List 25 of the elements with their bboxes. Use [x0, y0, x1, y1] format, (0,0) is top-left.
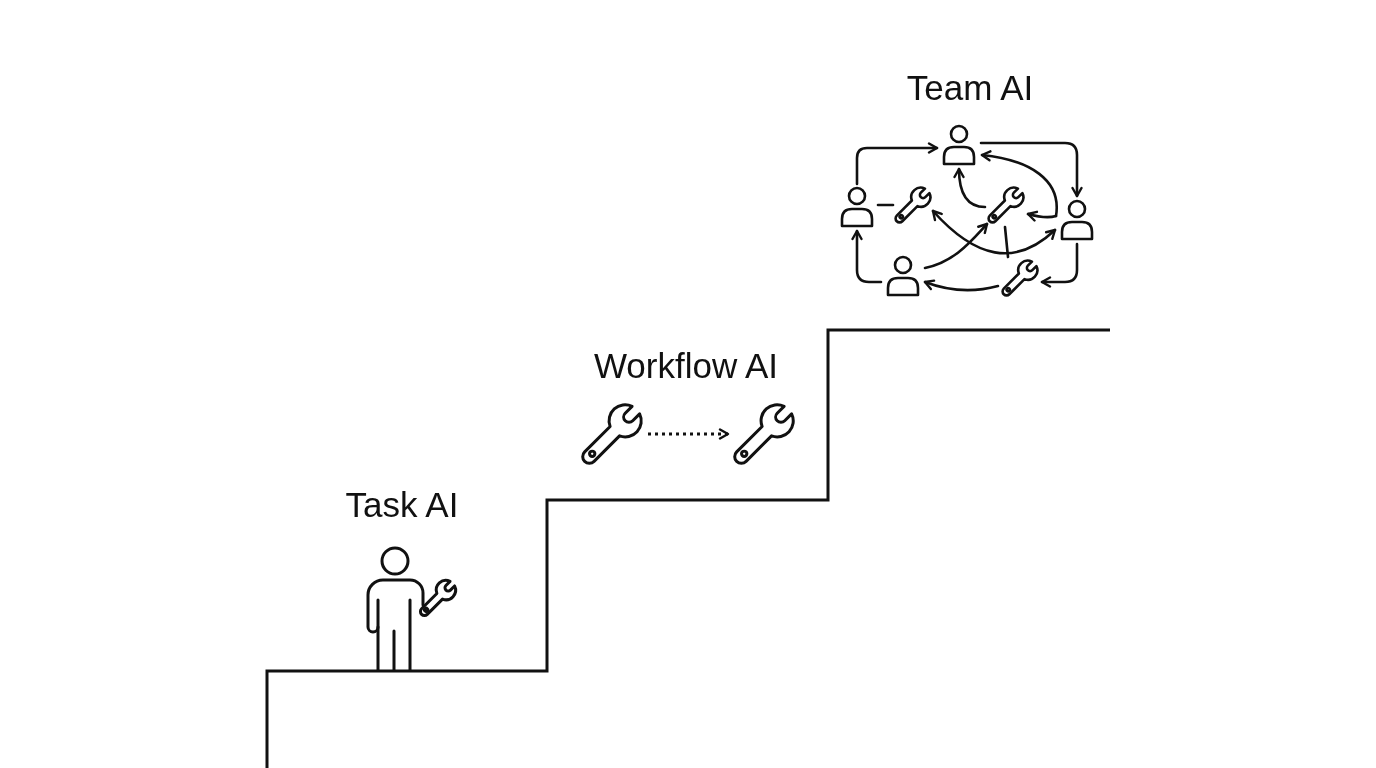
arrow: [980, 150, 1058, 218]
connector-line: [876, 203, 895, 207]
dotted-arrow: [648, 428, 730, 440]
wrench-icon: [1001, 259, 1039, 297]
arrow: [979, 141, 1083, 198]
arrow: [931, 209, 1057, 255]
wrench-icon: [732, 402, 796, 466]
wrench-icon: [580, 402, 644, 466]
person-icon: [1058, 199, 1096, 241]
arrow: [855, 142, 939, 186]
arrow: [923, 222, 989, 270]
step-title: Workflow AI: [593, 348, 779, 383]
wrench-icon: [987, 186, 1025, 224]
person-icon: [884, 255, 922, 297]
arrow: [851, 229, 883, 284]
arrow: [1040, 242, 1079, 288]
person-icon: [940, 124, 978, 166]
step-title: Task AI: [345, 487, 459, 522]
arrow: [923, 279, 1000, 292]
arrow: [953, 167, 987, 209]
wrench-icon: [894, 186, 932, 224]
step-title: Team AI: [906, 70, 1034, 105]
arrow: [1026, 210, 1058, 222]
connector-line: [1003, 225, 1010, 259]
person-icon: [838, 186, 876, 228]
